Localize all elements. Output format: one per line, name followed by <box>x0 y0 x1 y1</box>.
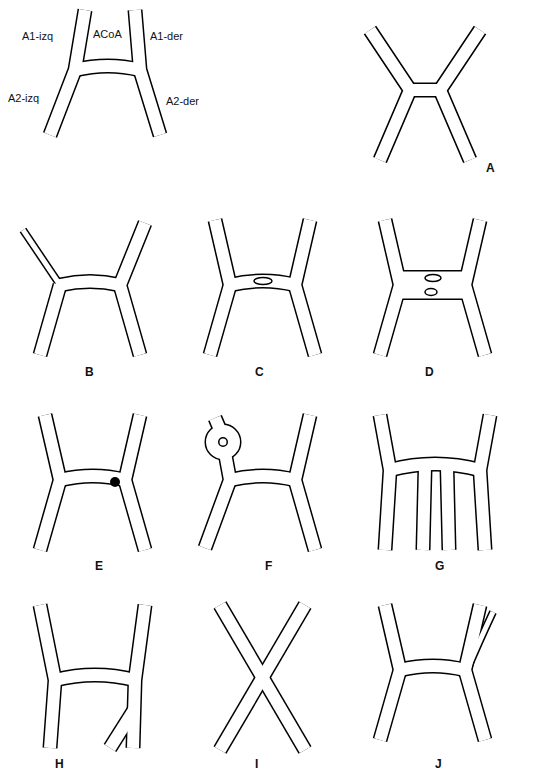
vessel-label: A1-izq <box>22 30 53 42</box>
variant-b <box>23 223 145 355</box>
variant-f <box>205 415 315 550</box>
variant-letter: B <box>85 366 94 379</box>
variant-c <box>210 220 315 355</box>
variant-letter: C <box>255 366 264 379</box>
variant-letter: D <box>425 366 434 379</box>
variant-letter: G <box>435 560 444 573</box>
variant-letter: J <box>435 758 442 771</box>
variant-i <box>220 605 305 750</box>
reference-complex <box>50 10 160 135</box>
variant-a <box>370 30 480 160</box>
variant-h <box>40 605 145 748</box>
variant-letter: I <box>255 758 258 771</box>
variant-d <box>380 220 485 355</box>
variant-letter: F <box>265 560 272 573</box>
variant-letter: H <box>55 758 64 771</box>
vessel-label: A1-der <box>150 30 183 42</box>
vessel-label: ACoA <box>93 28 122 40</box>
variant-g <box>380 415 490 550</box>
variant-letter: A <box>486 162 495 175</box>
variant-j <box>380 605 493 740</box>
variant-letter: E <box>95 560 103 573</box>
vessel-label: A2-izq <box>8 92 39 104</box>
variant-e <box>40 415 145 550</box>
vessel-label: A2-der <box>166 95 199 107</box>
